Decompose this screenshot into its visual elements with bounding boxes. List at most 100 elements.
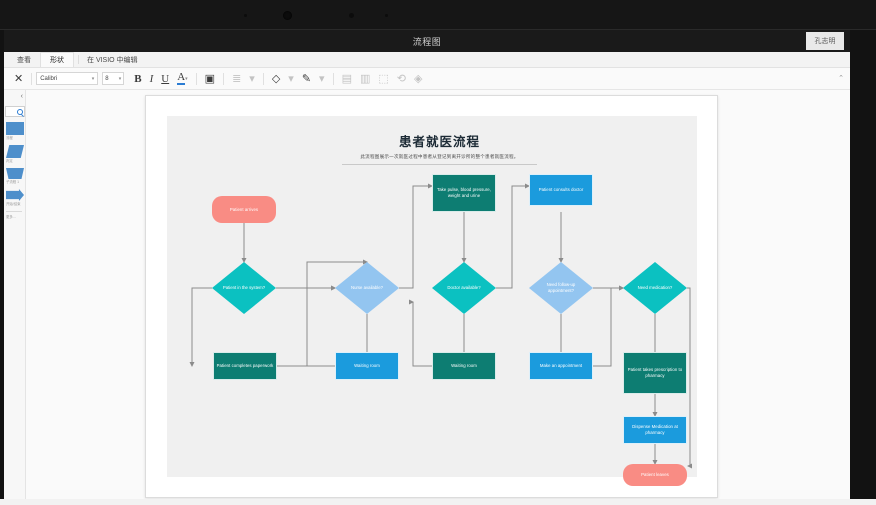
more-shapes-label[interactable]: 更多… [6,215,17,219]
node-label: Need follow-up appointment? [546,282,576,293]
header-divider [342,164,537,165]
chevron-down-icon: ▾ [288,73,294,85]
node-doctor-available[interactable]: Doctor available? [432,262,496,314]
node-label: Make an appointment [539,363,583,368]
shapes-pane: ‹ 流程 判定 子流程 1 [4,90,26,499]
node-need-medication[interactable]: Need medication? [623,262,687,314]
node-label: Patient takes prescription to pharmacy [627,367,683,378]
shape-stencil-item[interactable]: 判定 [4,145,25,164]
send-backward-icon: ▥ [359,73,371,85]
pane-divider [6,211,22,212]
app-body: ‹ 流程 判定 子流程 1 [4,90,850,499]
line-color-icon[interactable]: ✎ [301,73,312,85]
canvas-area[interactable]: 患者就医流程 此流程图展示一次就医过程中患者从登记到离开诊所的整个患者就医流程。 [26,90,850,499]
shape-label: 子流程 1 [6,180,19,184]
sensor-dot-right [385,14,388,17]
font-name-value: Calibri [40,75,58,82]
font-size-value: 8 [105,75,109,82]
underline-button[interactable]: U [161,72,170,85]
chevron-down-icon: ▾ [185,75,188,82]
node-label: Patient arrives [229,206,259,212]
group-icon: ⬚ [378,73,389,85]
node-label: Patient completes paperwork [216,363,274,368]
shape-stencil-item[interactable]: 开始/结束 [4,189,25,207]
pane-collapse-icon[interactable]: ‹ [20,93,23,100]
sensor-dot-left [244,14,247,17]
shape-thumb-subprocess [6,168,24,179]
shape-thumb-decision [6,145,24,158]
toolbar-divider [262,72,264,85]
font-size-select[interactable]: 8 ▾ [102,72,125,85]
shape-thumb-terminator [6,189,24,201]
tab-view[interactable]: 查看 [17,56,31,64]
picture-icon[interactable]: ▣ [204,73,216,85]
node-label: Waiting room [451,363,477,368]
node-label: Waiting room [354,363,380,368]
node-label: Take pulse, blood pressure, weight and u… [437,187,491,198]
device-bottom-bezel [0,499,876,505]
node-takes-prescription[interactable]: Patient takes prescription to pharmacy [623,352,687,394]
document-page[interactable]: 患者就医流程 此流程图展示一次就医过程中患者从登记到离开诊所的整个患者就医流程。 [145,95,718,498]
node-label: Doctor available? [447,285,481,290]
drawing-surface[interactable]: 患者就医流程 此流程图展示一次就医过程中患者从登记到离开诊所的整个患者就医流程。 [167,116,697,486]
tab-edit-in-visio[interactable]: 在 VISIO 中编辑 [78,55,147,64]
toolbar-divider [223,72,225,85]
diagram-title: 患者就医流程 [398,135,480,149]
ribbon-tab-bar: 查看 形状 在 VISIO 中编辑 [4,52,850,68]
font-name-select[interactable]: Calibri ▾ [36,72,99,85]
shape-search-input[interactable] [5,106,25,117]
diagram-subtitle: 此流程图展示一次就医过程中患者从登记到离开诊所的整个患者就医流程。 [360,154,519,159]
chevron-down-icon: ▾ [319,73,325,85]
font-color-button[interactable]: A ▾ [173,70,191,88]
account-chip[interactable]: 孔志明 [806,32,844,50]
document-title: 流程图 [412,36,442,47]
ribbon-collapse-caret[interactable]: ⌃ [838,75,844,82]
node-label: Patient in the system? [222,285,266,290]
node-dispense-medication[interactable]: Dispense Medication at pharmacy [623,416,687,444]
bold-button[interactable]: B [134,72,142,85]
node-make-appointment[interactable]: Make an appointment [529,352,593,380]
toolbar-divider [195,72,197,85]
node-waiting-room-1[interactable]: Waiting room [335,352,399,380]
toolbar-divider [332,72,334,85]
shape-stencil-list: 流程 判定 子流程 1 开始/结束 更多… [4,122,25,220]
close-icon[interactable]: ✕ [14,73,24,85]
shape-label: 开始/结束 [6,202,21,206]
arrange-icon: ◈ [414,73,423,85]
shape-label: 判定 [6,159,13,163]
fill-color-icon[interactable]: ◇ [271,73,281,85]
chevron-down-icon: ▾ [118,75,122,82]
font-color-icon: A [177,71,186,85]
node-need-followup[interactable]: Need follow-up appointment? [529,262,593,314]
node-nurse-available[interactable]: Nurse available? [335,262,399,314]
device-top-bezel [0,0,876,30]
node-patient-consults-doctor[interactable]: Patient consults doctor [529,174,593,206]
node-take-vitals[interactable]: Take pulse, blood pressure, weight and u… [432,174,496,212]
node-patient-completes-paperwork[interactable]: Patient completes paperwork [213,352,277,380]
formatting-toolbar: ✕ Calibri ▾ 8 ▾ B I U A ▾ ▣ ≣ ▾ ◇ [4,68,850,90]
device-left-bezel [0,30,4,505]
node-label: Patient leaves [641,472,669,477]
chevron-down-icon: ▾ [249,73,255,85]
sensor-dot-mid [349,13,354,18]
rotate-icon: ⟲ [396,73,406,85]
align-icon[interactable]: ≣ [232,73,242,85]
tab-shapes[interactable]: 形状 [40,52,74,67]
shape-stencil-item[interactable]: 子流程 1 [4,168,25,185]
node-label: Patient consults doctor [538,187,584,192]
node-patient-arrives[interactable]: Patient arrives [212,196,276,223]
italic-button[interactable]: I [149,72,154,85]
title-bar: 流程图 孔志明 [4,30,850,52]
bring-forward-icon: ▤ [341,73,352,85]
connector-layer [189,183,692,469]
node-patient-in-system[interactable]: Patient in the system? [212,262,276,314]
diagram-header: 患者就医流程 此流程图展示一次就医过程中患者从登记到离开诊所的整个患者就医流程。 [342,131,537,160]
visio-web-app-window: 流程图 孔志明 查看 形状 在 VISIO 中编辑 ✕ Calibri ▾ 8 … [4,30,850,499]
chevron-down-icon: ▾ [91,75,95,82]
shape-stencil-item[interactable]: 流程 [4,122,25,141]
node-patient-leaves[interactable]: Patient leaves [623,464,687,486]
node-waiting-room-2[interactable]: Waiting room [432,352,496,380]
node-label: Need medication? [637,285,673,290]
front-camera [283,11,292,20]
